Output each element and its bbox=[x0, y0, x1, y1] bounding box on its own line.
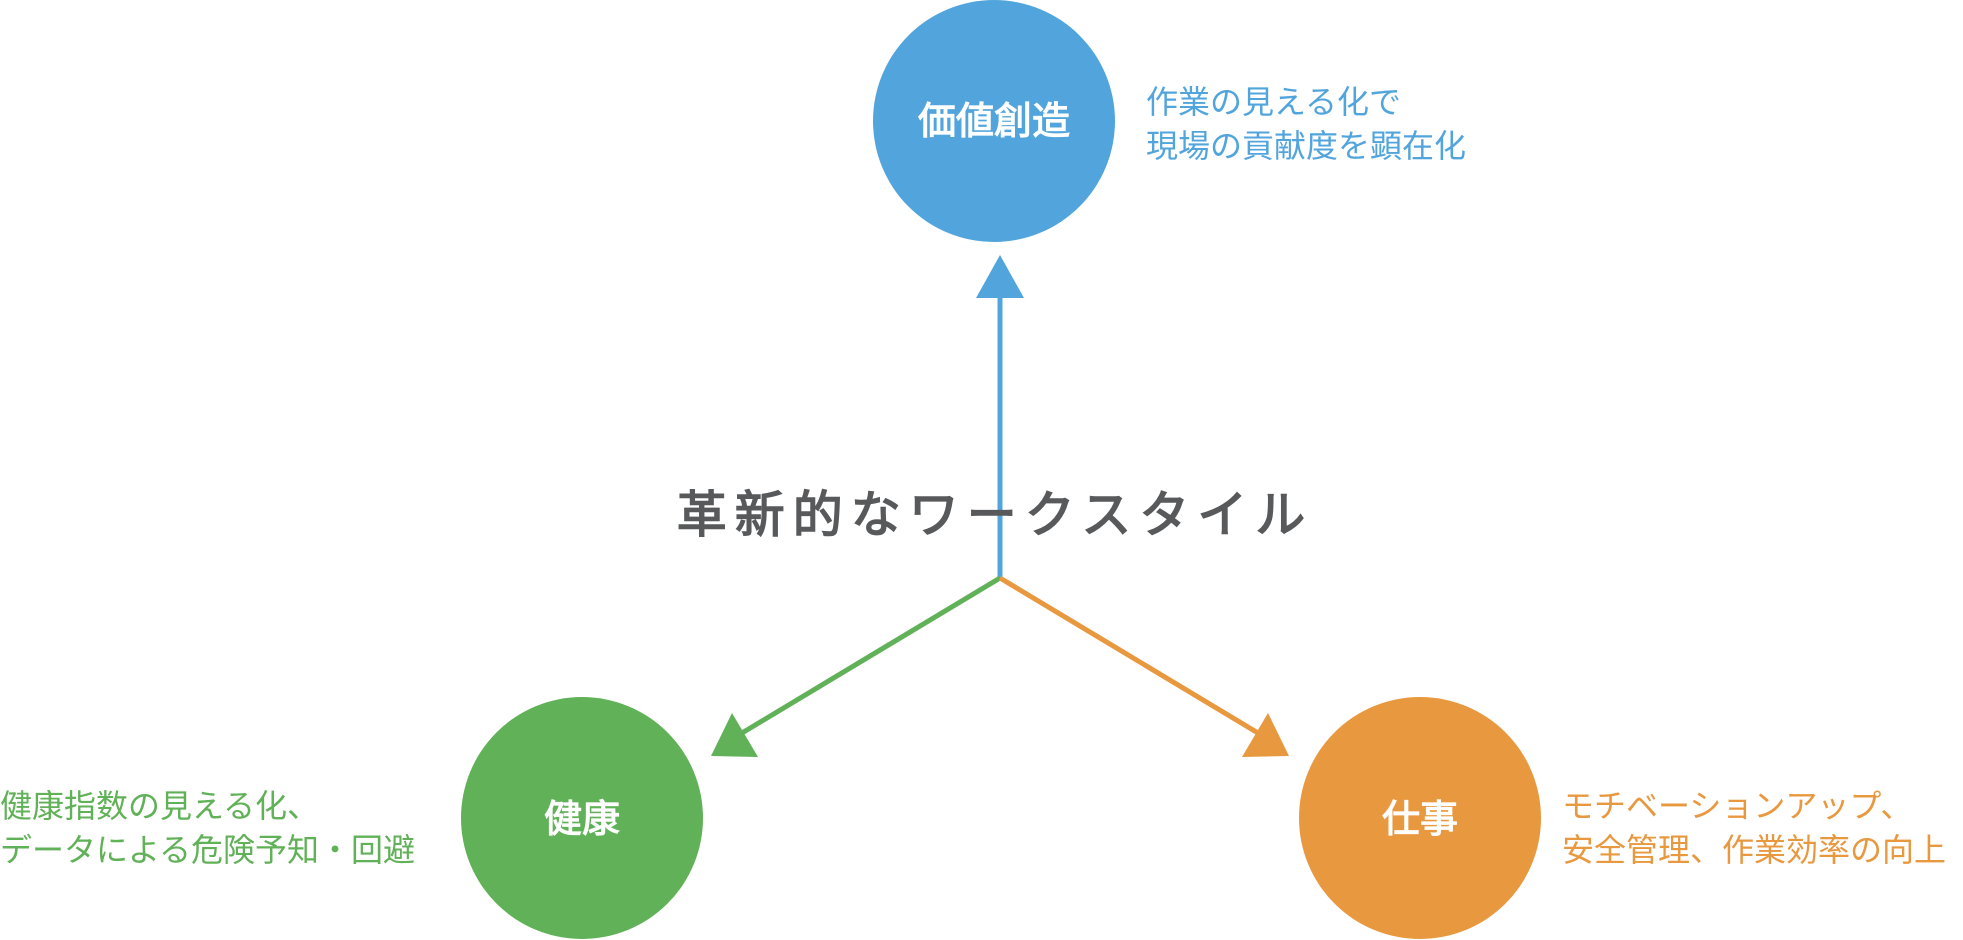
center-title: 革新的なワークスタイル bbox=[677, 486, 1314, 544]
arrow-health bbox=[711, 575, 1002, 757]
arrowhead-health bbox=[711, 713, 758, 757]
description-health: 健康指数の見える化、 データによる危険予知・回避 bbox=[0, 787, 415, 869]
node-circle-work bbox=[1299, 697, 1541, 939]
arrowhead-value bbox=[976, 255, 1024, 298]
node-circle-value bbox=[873, 0, 1115, 242]
arrow-line-health bbox=[740, 575, 1002, 736]
desc-health-line1: 健康指数の見える化、 bbox=[0, 787, 319, 825]
desc-work-line1: モチベーションアップ、 bbox=[1562, 787, 1912, 825]
arrow-work bbox=[998, 575, 1289, 757]
node-circle-health bbox=[461, 697, 703, 939]
node-label-value: 価値創造 bbox=[917, 99, 1070, 143]
description-work: モチベーションアップ、 安全管理、作業効率の向上 bbox=[1562, 787, 1946, 869]
node-value-creation: 価値創造 bbox=[873, 0, 1115, 242]
desc-value-line2: 現場の貢献度を顕在化 bbox=[1146, 127, 1466, 165]
node-work: 仕事 bbox=[1299, 697, 1541, 939]
arrow-line-work bbox=[998, 575, 1260, 736]
arrowhead-work bbox=[1242, 713, 1289, 757]
node-health: 健康 bbox=[461, 697, 703, 939]
description-value-creation: 作業の見える化で 現場の貢献度を顕在化 bbox=[1146, 83, 1466, 165]
desc-value-line1: 作業の見える化で bbox=[1146, 83, 1401, 121]
desc-work-line2: 安全管理、作業効率の向上 bbox=[1562, 831, 1946, 869]
desc-health-line2: データによる危険予知・回避 bbox=[0, 831, 415, 869]
node-label-work: 仕事 bbox=[1382, 797, 1458, 841]
node-label-health: 健康 bbox=[544, 797, 620, 841]
arrow-value-creation bbox=[976, 255, 1024, 578]
